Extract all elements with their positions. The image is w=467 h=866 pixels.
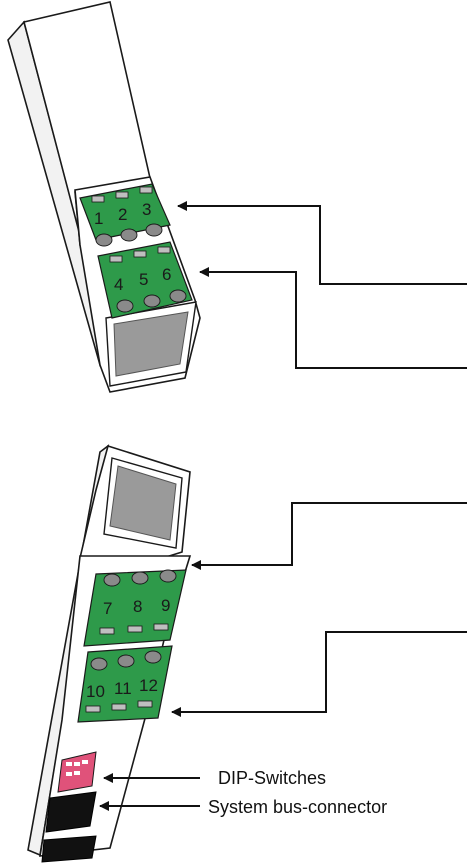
terminal-number-1: 1	[94, 209, 103, 228]
terminal-screw	[131, 571, 149, 585]
terminal-number-4: 4	[114, 275, 123, 294]
terminal-screw	[145, 223, 163, 237]
terminal-number-10: 10	[86, 682, 105, 701]
bottom-connector-plate	[41, 835, 97, 863]
terminal-block-7-9: 7 8 9	[83, 569, 187, 647]
terminal-slot	[137, 700, 153, 708]
terminal-screw	[103, 573, 121, 587]
terminal-number-11: 11	[114, 679, 132, 698]
terminal-slot	[99, 627, 115, 635]
terminal-screw	[90, 657, 108, 671]
terminal-slot	[91, 195, 105, 203]
terminal-screw	[120, 228, 138, 242]
terminal-slot	[85, 705, 101, 713]
terminal-screw	[95, 233, 113, 247]
callout-line-terminal-7-9	[191, 502, 467, 570]
terminal-screw	[117, 654, 135, 668]
terminal-block-4-6: 4 5 6	[97, 241, 193, 319]
callout-lines	[99, 201, 467, 811]
terminal-number-7: 7	[103, 599, 112, 618]
terminal-slot	[127, 625, 143, 633]
terminal-block-10-12: 10 11 12	[77, 645, 173, 723]
bottom-module-window-inner	[109, 465, 177, 541]
system-bus-connector	[45, 791, 97, 833]
terminal-number-9: 9	[161, 596, 170, 615]
terminal-slot	[109, 255, 123, 263]
terminal-number-2: 2	[118, 205, 127, 224]
terminal-slot	[153, 623, 169, 631]
terminal-number-3: 3	[142, 200, 151, 219]
terminal-number-6: 6	[162, 265, 171, 284]
callout-line-terminal-10-12	[171, 631, 467, 717]
bottom-module: 7 8 9 10 11 12	[27, 444, 192, 863]
terminal-screw	[143, 294, 161, 308]
terminal-screw	[169, 289, 187, 303]
terminal-number-8: 8	[133, 597, 142, 616]
terminal-block-1-3: 1 2 3	[79, 183, 171, 247]
terminal-screw	[159, 569, 177, 583]
dip-switches-label: DIP-Switches	[218, 768, 326, 788]
terminal-slot	[157, 246, 171, 254]
terminal-slot	[111, 703, 127, 711]
terminal-slot	[115, 191, 129, 199]
top-module-window-inner	[113, 311, 189, 377]
top-module: 1 2 3 4 5 6	[7, 1, 201, 393]
system-bus-connector-label: System bus-connector	[208, 797, 387, 817]
callout-line-terminal-4-6	[199, 267, 467, 369]
dip-switches	[57, 751, 97, 793]
terminal-screw	[144, 650, 162, 664]
terminal-slot	[133, 250, 147, 258]
terminal-number-12: 12	[139, 676, 158, 695]
callout-line-terminal-1-3	[177, 201, 467, 285]
terminal-slot	[139, 186, 153, 194]
terminal-number-5: 5	[139, 270, 148, 289]
terminal-screw	[116, 299, 134, 313]
